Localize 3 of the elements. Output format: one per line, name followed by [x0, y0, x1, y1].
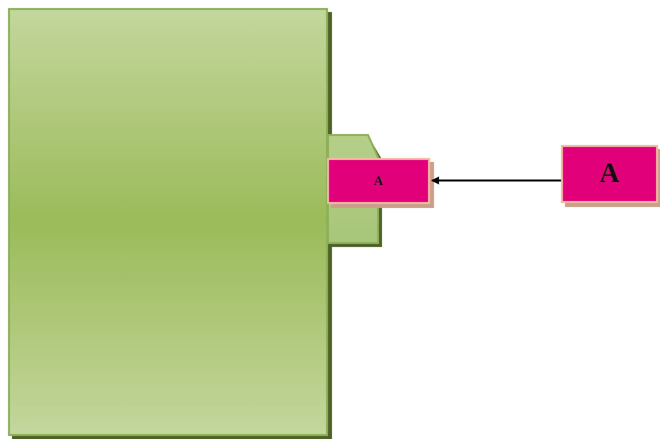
box-label: A: [599, 158, 620, 190]
box-label: A: [374, 173, 384, 189]
arrow: [431, 176, 561, 184]
